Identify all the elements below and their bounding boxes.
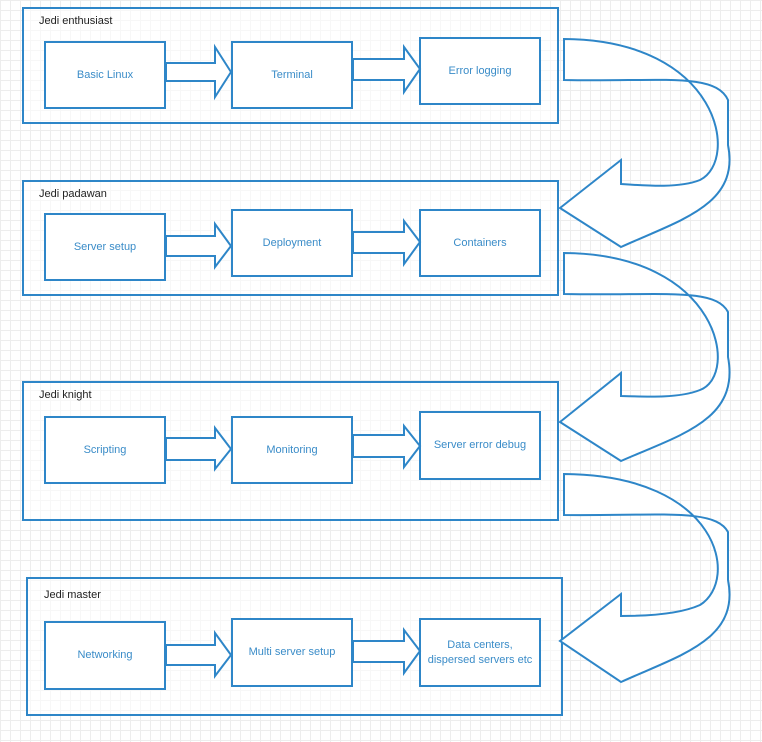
step-basic-linux: Basic Linux: [44, 41, 166, 109]
step-server-setup: Server setup: [44, 213, 166, 281]
step-data-centers: Data centers, dispersed servers etc: [419, 618, 541, 687]
stage-title: Jedi enthusiast: [39, 15, 113, 27]
step-multi-server-setup: Multi server setup: [231, 618, 353, 687]
step-scripting: Scripting: [44, 416, 166, 484]
step-containers: Containers: [419, 209, 541, 277]
stage-title: Jedi knight: [39, 389, 92, 401]
step-server-error-debug: Server error debug: [419, 411, 541, 480]
step-deployment: Deployment: [231, 209, 353, 277]
step-terminal: Terminal: [231, 41, 353, 109]
step-networking: Networking: [44, 621, 166, 690]
step-monitoring: Monitoring: [231, 416, 353, 484]
stage-title: Jedi padawan: [39, 188, 107, 200]
curved-arrow-knight-to-master: [558, 472, 731, 684]
step-error-logging: Error logging: [419, 37, 541, 105]
curved-arrow-padawan-to-knight: [558, 251, 731, 463]
curved-arrow-enthusiast-to-padawan: [558, 37, 731, 249]
stage-title: Jedi master: [44, 589, 101, 601]
